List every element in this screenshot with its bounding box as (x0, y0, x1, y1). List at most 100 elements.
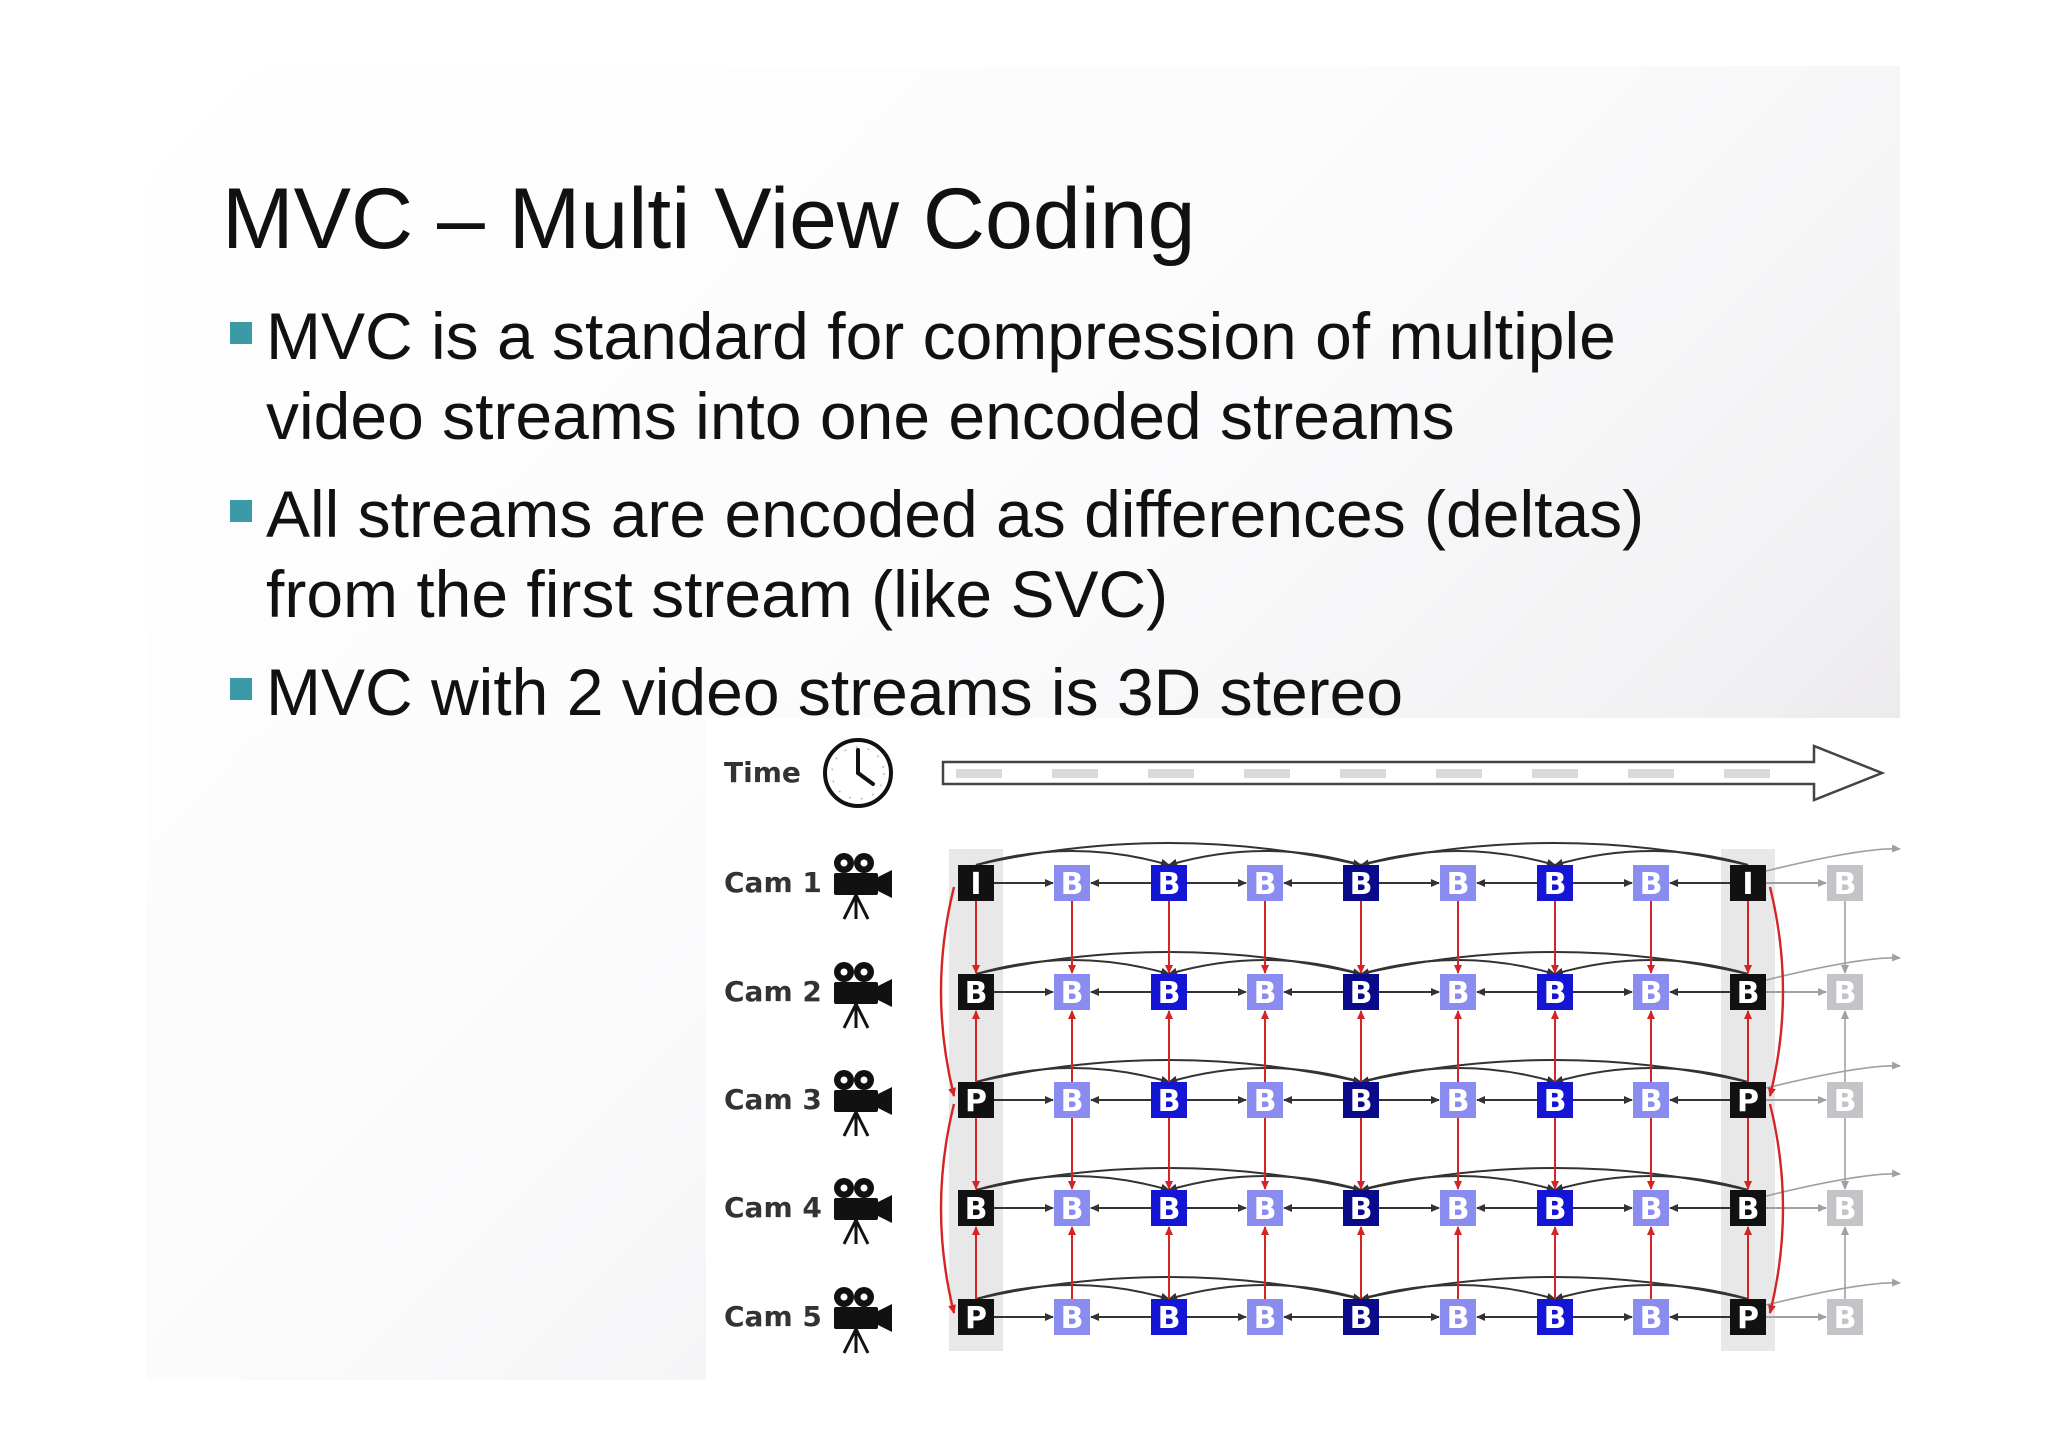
frame-type-label: B (1544, 1192, 1567, 1227)
cam-4-label: Cam 4 (724, 1191, 822, 1224)
frame-type-label: B (1640, 976, 1663, 1011)
bullet-2-line-2: from the first stream (like SVC) (266, 557, 1169, 631)
time-dash (1244, 769, 1290, 778)
frame-type-label: B (1350, 1301, 1373, 1336)
frame-type-label: B (1447, 867, 1470, 902)
frame-type-label: B (1254, 1192, 1277, 1227)
frame-r5-c8: B (1633, 1299, 1669, 1336)
frame-type-label: B (1158, 867, 1181, 902)
frame-r3-c4: B (1247, 1082, 1283, 1119)
prediction-arrow (1554, 850, 1749, 867)
time-dash (1148, 769, 1194, 778)
frame-type-label: P (965, 1084, 987, 1119)
frame-r4-c1: B (958, 1190, 994, 1227)
frame-type-label: B (1834, 1301, 1857, 1336)
frame-r1-c6: B (1440, 865, 1476, 902)
bullet-2-line-1: All streams are encoded as differences (… (266, 477, 1645, 551)
frame-type-label: B (1061, 1192, 1084, 1227)
bullet-square-icon (230, 500, 252, 522)
frame-type-label: B (1834, 976, 1857, 1011)
time-dash (1532, 769, 1578, 778)
frame-type-label: B (1834, 867, 1857, 902)
movie-camera-icon (834, 1178, 892, 1245)
prediction-arrow (1768, 1103, 1785, 1314)
frame-r1-c4: B (1247, 865, 1283, 902)
frame-r3-c5: B (1343, 1082, 1379, 1119)
prediction-arrow (939, 886, 956, 1097)
frame-r4-c6: B (1440, 1190, 1476, 1227)
frame-type-label: B (965, 976, 988, 1011)
frame-type-label: B (1254, 1084, 1277, 1119)
frame-r3-c2: B (1054, 1082, 1090, 1119)
frame-type-label: B (1158, 1084, 1181, 1119)
time-dash (1052, 769, 1098, 778)
frame-r2-c4: B (1247, 974, 1283, 1011)
frame-r3-c8: B (1633, 1082, 1669, 1119)
bullet-3-line-1: MVC with 2 video streams is 3D stereo (266, 655, 1404, 729)
frame-type-label: B (1834, 1084, 1857, 1119)
frame-type-label: B (1061, 976, 1084, 1011)
frame-r1-c2: B (1054, 865, 1090, 902)
frame-type-label: B (1544, 1301, 1567, 1336)
frame-r5-c7: B (1537, 1299, 1573, 1336)
prediction-arrow (1765, 1278, 1901, 1306)
prediction-arrow (1168, 850, 1362, 867)
prediction-arrow (1765, 1061, 1901, 1089)
frame-r5-c3: B (1151, 1299, 1187, 1336)
frame-r4-c2: B (1054, 1190, 1090, 1227)
frame-r3-c6: B (1440, 1082, 1476, 1119)
frame-r2-c10: B (1827, 974, 1863, 1011)
frame-r5-c2: B (1054, 1299, 1090, 1336)
time-label: Time (724, 756, 801, 789)
frame-type-label: B (1158, 1301, 1181, 1336)
frame-r2-c1: B (958, 974, 994, 1011)
frame-type-label: I (1742, 867, 1753, 902)
frame-type-label: B (1350, 1192, 1373, 1227)
slide-title: MVC – Multi View Coding (222, 171, 1196, 267)
frame-type-label: B (1834, 1192, 1857, 1227)
frame-type-label: B (1350, 976, 1373, 1011)
frame-r1-c9: I (1730, 865, 1766, 902)
frame-type-label: B (1447, 1192, 1470, 1227)
time-dash (1724, 769, 1770, 778)
frame-r1-c8: B (1633, 865, 1669, 902)
frame-r1-c1: I (958, 865, 994, 902)
clock-icon (823, 738, 893, 808)
frame-type-label: B (1061, 1301, 1084, 1336)
cam-5-label: Cam 5 (724, 1300, 822, 1333)
frame-r5-c5: B (1343, 1299, 1379, 1336)
frame-type-label: B (1158, 976, 1181, 1011)
prediction-arrow (1765, 1169, 1901, 1197)
cam-3-label: Cam 3 (724, 1083, 822, 1116)
frame-r2-c6: B (1440, 974, 1476, 1011)
frame-type-label: B (1254, 1301, 1277, 1336)
frame-r4-c4: B (1247, 1190, 1283, 1227)
frame-type-label: B (1447, 1301, 1470, 1336)
frame-r5-c4: B (1247, 1299, 1283, 1336)
time-dash (956, 769, 1002, 778)
frame-r4-c3: B (1151, 1190, 1187, 1227)
frame-r4-c8: B (1633, 1190, 1669, 1227)
prediction-arrow (1765, 953, 1901, 981)
frame-r1-c5: B (1343, 865, 1379, 902)
frame-type-label: B (1447, 1084, 1470, 1119)
frame-r2-c2: B (1054, 974, 1090, 1011)
time-dash (1628, 769, 1674, 778)
frame-r3-c10: B (1827, 1082, 1863, 1119)
frame-r1-c7: B (1537, 865, 1573, 902)
frame-type-label: B (1061, 1084, 1084, 1119)
frame-r4-c9: B (1730, 1190, 1766, 1227)
bullet-square-icon (230, 322, 252, 344)
time-arrow (941, 744, 1886, 802)
cam-1-label: Cam 1 (724, 866, 822, 899)
frame-r3-c3: B (1151, 1082, 1187, 1119)
frame-r3-c1: P (958, 1082, 994, 1119)
frame-type-label: B (1350, 867, 1373, 902)
bullet-square-icon (230, 678, 252, 700)
frame-r5-c1: P (958, 1299, 994, 1336)
frame-r1-c3: B (1151, 865, 1187, 902)
frame-type-label: B (965, 1192, 988, 1227)
frame-type-label: P (1737, 1301, 1759, 1336)
movie-camera-icon (834, 962, 892, 1029)
